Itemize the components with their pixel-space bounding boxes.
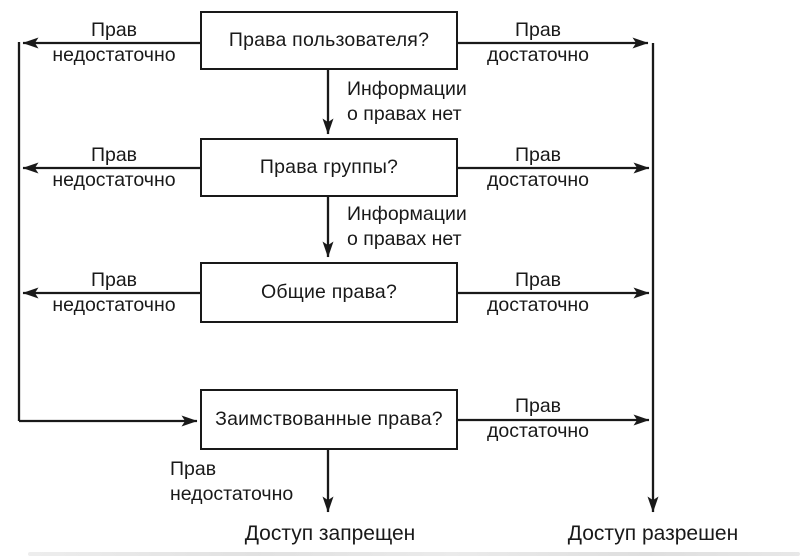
edge-label-line: достаточно [486, 44, 589, 66]
edge-label-line: о правах нет [347, 103, 462, 125]
edge-label-group-insufficient: Прав недостаточно [38, 143, 190, 193]
edge-label-line: недостаточно [52, 169, 176, 191]
edge-label-no-info-1: Информации о правах нет [347, 77, 467, 127]
edge-label-line: о правах нет [347, 228, 462, 250]
edge-label-line: Прав [90, 269, 138, 291]
decision-box-borrowed-rights-label: Заимствованные права? [215, 408, 443, 430]
edge-label-borrowed-sufficient: Прав достаточно [462, 394, 614, 444]
edge-label-common-sufficient: Прав достаточно [462, 268, 614, 318]
edge-label-user-sufficient: Прав достаточно [462, 18, 614, 68]
outcome-access-denied: Доступ запрещен [244, 522, 416, 545]
edge-label-common-insufficient: Прав недостаточно [38, 268, 190, 318]
decision-box-group-rights-label: Права группы? [259, 156, 399, 178]
edge-label-line: Информации [347, 78, 467, 100]
scan-artifact-line [28, 552, 800, 556]
edge-label-borrowed-insufficient: Прав недостаточно [170, 457, 293, 507]
edge-label-line: недостаточно [52, 294, 176, 316]
edge-label-no-info-2: Информации о правах нет [347, 202, 467, 252]
edge-label-line: Прав [90, 144, 138, 166]
edge-label-group-sufficient: Прав достаточно [462, 143, 614, 193]
decision-box-common-rights: Общие права? [200, 262, 458, 323]
edge-label-line: достаточно [486, 169, 589, 191]
edge-label-line: Прав [514, 19, 562, 41]
edge-label-line: Информации [347, 203, 467, 225]
decision-box-group-rights: Права группы? [200, 138, 458, 197]
edge-label-user-insufficient: Прав недостаточно [38, 18, 190, 68]
edge-label-line: достаточно [486, 294, 589, 316]
decision-box-common-rights-label: Общие права? [260, 281, 397, 303]
edge-label-line: недостаточно [52, 44, 176, 66]
edge-label-line: Прав [170, 458, 217, 480]
edge-label-line: достаточно [486, 420, 589, 442]
decision-box-borrowed-rights: Заимствованные права? [200, 389, 458, 450]
edge-label-line: Прав [90, 19, 138, 41]
edge-label-line: Прав [514, 269, 562, 291]
edge-label-line: недостаточно [170, 483, 294, 505]
edge-label-line: Прав [514, 395, 562, 417]
outcome-access-granted: Доступ разрешен [567, 522, 739, 545]
edge-label-line: Прав [514, 144, 562, 166]
decision-box-user-rights-label: Права пользователя? [228, 29, 430, 51]
decision-box-user-rights: Права пользователя? [200, 11, 458, 70]
